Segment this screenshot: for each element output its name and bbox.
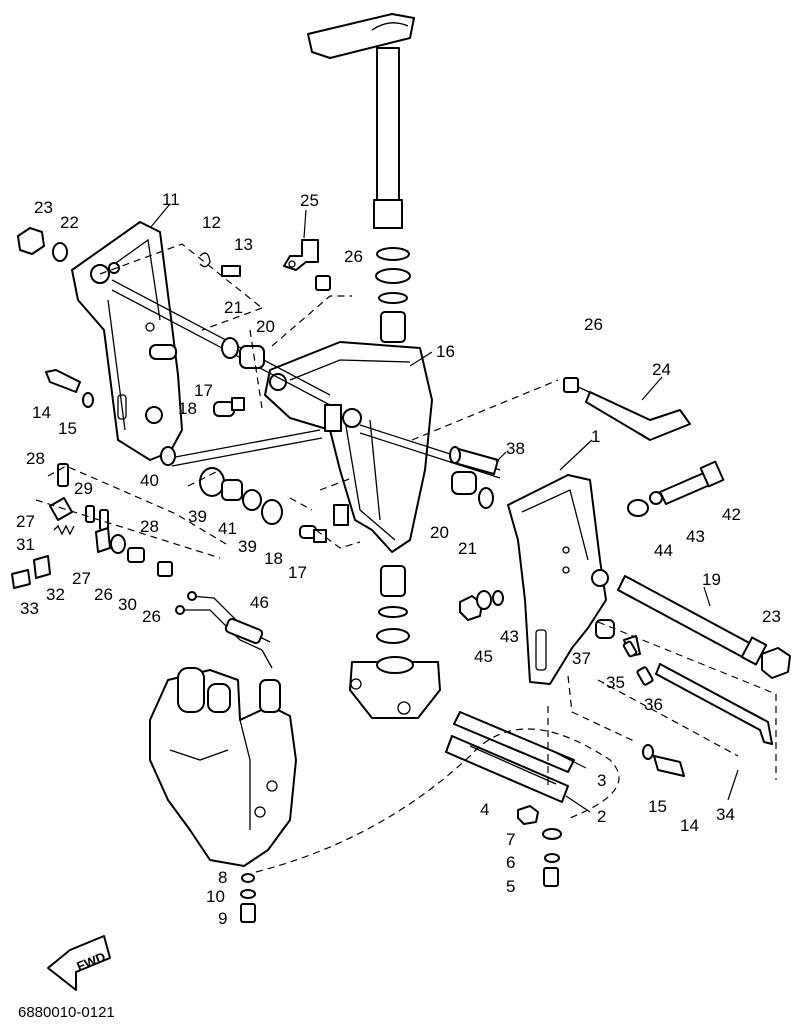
callout-20-lower: 20 [430, 523, 449, 542]
callout-25: 25 [300, 191, 319, 210]
fwd-arrow-icon: FWD [47, 935, 111, 991]
callout-24: 24 [652, 360, 671, 379]
callout-38: 38 [506, 439, 525, 458]
through-tube [111, 279, 501, 479]
callout-27-lower: 27 [72, 569, 91, 588]
callout-17-upper: 17 [194, 381, 213, 400]
callout-18-lower: 18 [264, 549, 283, 568]
callout-20-upper: 20 [256, 317, 275, 336]
drawing-code: 6880010-0121 [18, 1004, 115, 1021]
callout-13: 13 [234, 235, 253, 254]
bolt-38 [449, 446, 499, 475]
callout-26-left: 26 [94, 585, 113, 604]
steering-shaft [307, 13, 415, 229]
callout-30: 30 [118, 595, 137, 614]
callout-28-lower: 28 [140, 517, 159, 536]
callout-17-lower: 17 [288, 563, 307, 582]
hardware-small-parts [11, 227, 791, 923]
callout-14-left: 14 [32, 403, 51, 422]
callout-9: 9 [218, 909, 227, 928]
callout-15-left: 15 [58, 419, 77, 438]
hose-assembly [175, 591, 273, 669]
callout-36: 36 [644, 695, 663, 714]
anode-plate [445, 711, 575, 803]
callout-39-right: 39 [238, 537, 257, 556]
lower-mount-housing [349, 656, 441, 719]
callout-27-upper: 27 [16, 512, 35, 531]
callout-labels: 1 2 3 4 5 6 7 8 10 9 11 12 13 14 14 15 1… [16, 190, 781, 928]
callout-22: 22 [60, 213, 79, 232]
steering-shaft-bushings [375, 247, 411, 644]
swivel-bracket [264, 341, 433, 553]
callout-45: 45 [474, 647, 493, 666]
left-clamp-bracket [71, 221, 183, 461]
callout-11: 11 [162, 190, 180, 209]
right-clamp-bracket [507, 474, 609, 685]
callout-23-left: 23 [34, 198, 53, 217]
callout-43-upper: 43 [686, 527, 705, 546]
callout-16: 16 [436, 342, 455, 361]
callout-33: 33 [20, 599, 39, 618]
callout-7: 7 [506, 830, 515, 849]
callout-42: 42 [722, 505, 741, 524]
callout-6: 6 [506, 853, 515, 872]
callout-28-upper: 28 [26, 449, 45, 468]
callout-35: 35 [606, 673, 625, 692]
callout-21-upper: 21 [224, 298, 243, 317]
callout-31: 31 [16, 535, 35, 554]
callout-19: 19 [702, 570, 721, 589]
callout-8: 8 [218, 868, 227, 887]
callout-44: 44 [654, 541, 673, 560]
callout-32: 32 [46, 585, 65, 604]
callout-4: 4 [480, 800, 489, 819]
callout-12: 12 [202, 213, 221, 232]
callout-2: 2 [597, 807, 606, 826]
callout-5: 5 [506, 877, 515, 896]
tilt-stopper-lever [575, 385, 691, 441]
bolt-42 [659, 460, 725, 505]
callout-29: 29 [74, 479, 93, 498]
callout-3: 3 [597, 771, 606, 790]
callout-37: 37 [572, 649, 591, 668]
callout-14-right: 14 [680, 816, 699, 835]
callout-26-lower: 26 [142, 607, 161, 626]
leader-lines [149, 203, 739, 813]
bracket-25 [283, 239, 319, 271]
callout-34: 34 [716, 805, 735, 824]
power-trim-tilt-unit [149, 667, 297, 867]
assembly-dashed-lines [35, 243, 777, 873]
callout-1: 1 [591, 427, 600, 446]
callout-46: 46 [250, 593, 269, 612]
callout-40: 40 [140, 471, 159, 490]
callout-10: 10 [206, 887, 225, 906]
callout-23-right: 23 [762, 607, 781, 626]
callout-18-upper: 18 [178, 399, 197, 418]
callout-43-lower: 43 [500, 627, 519, 646]
callout-15-right: 15 [648, 797, 667, 816]
callout-21-lower: 21 [458, 539, 477, 558]
callout-41: 41 [218, 519, 237, 538]
callout-39-left: 39 [188, 507, 207, 526]
callout-26-right: 26 [584, 315, 603, 334]
callout-26-upper: 26 [344, 247, 363, 266]
